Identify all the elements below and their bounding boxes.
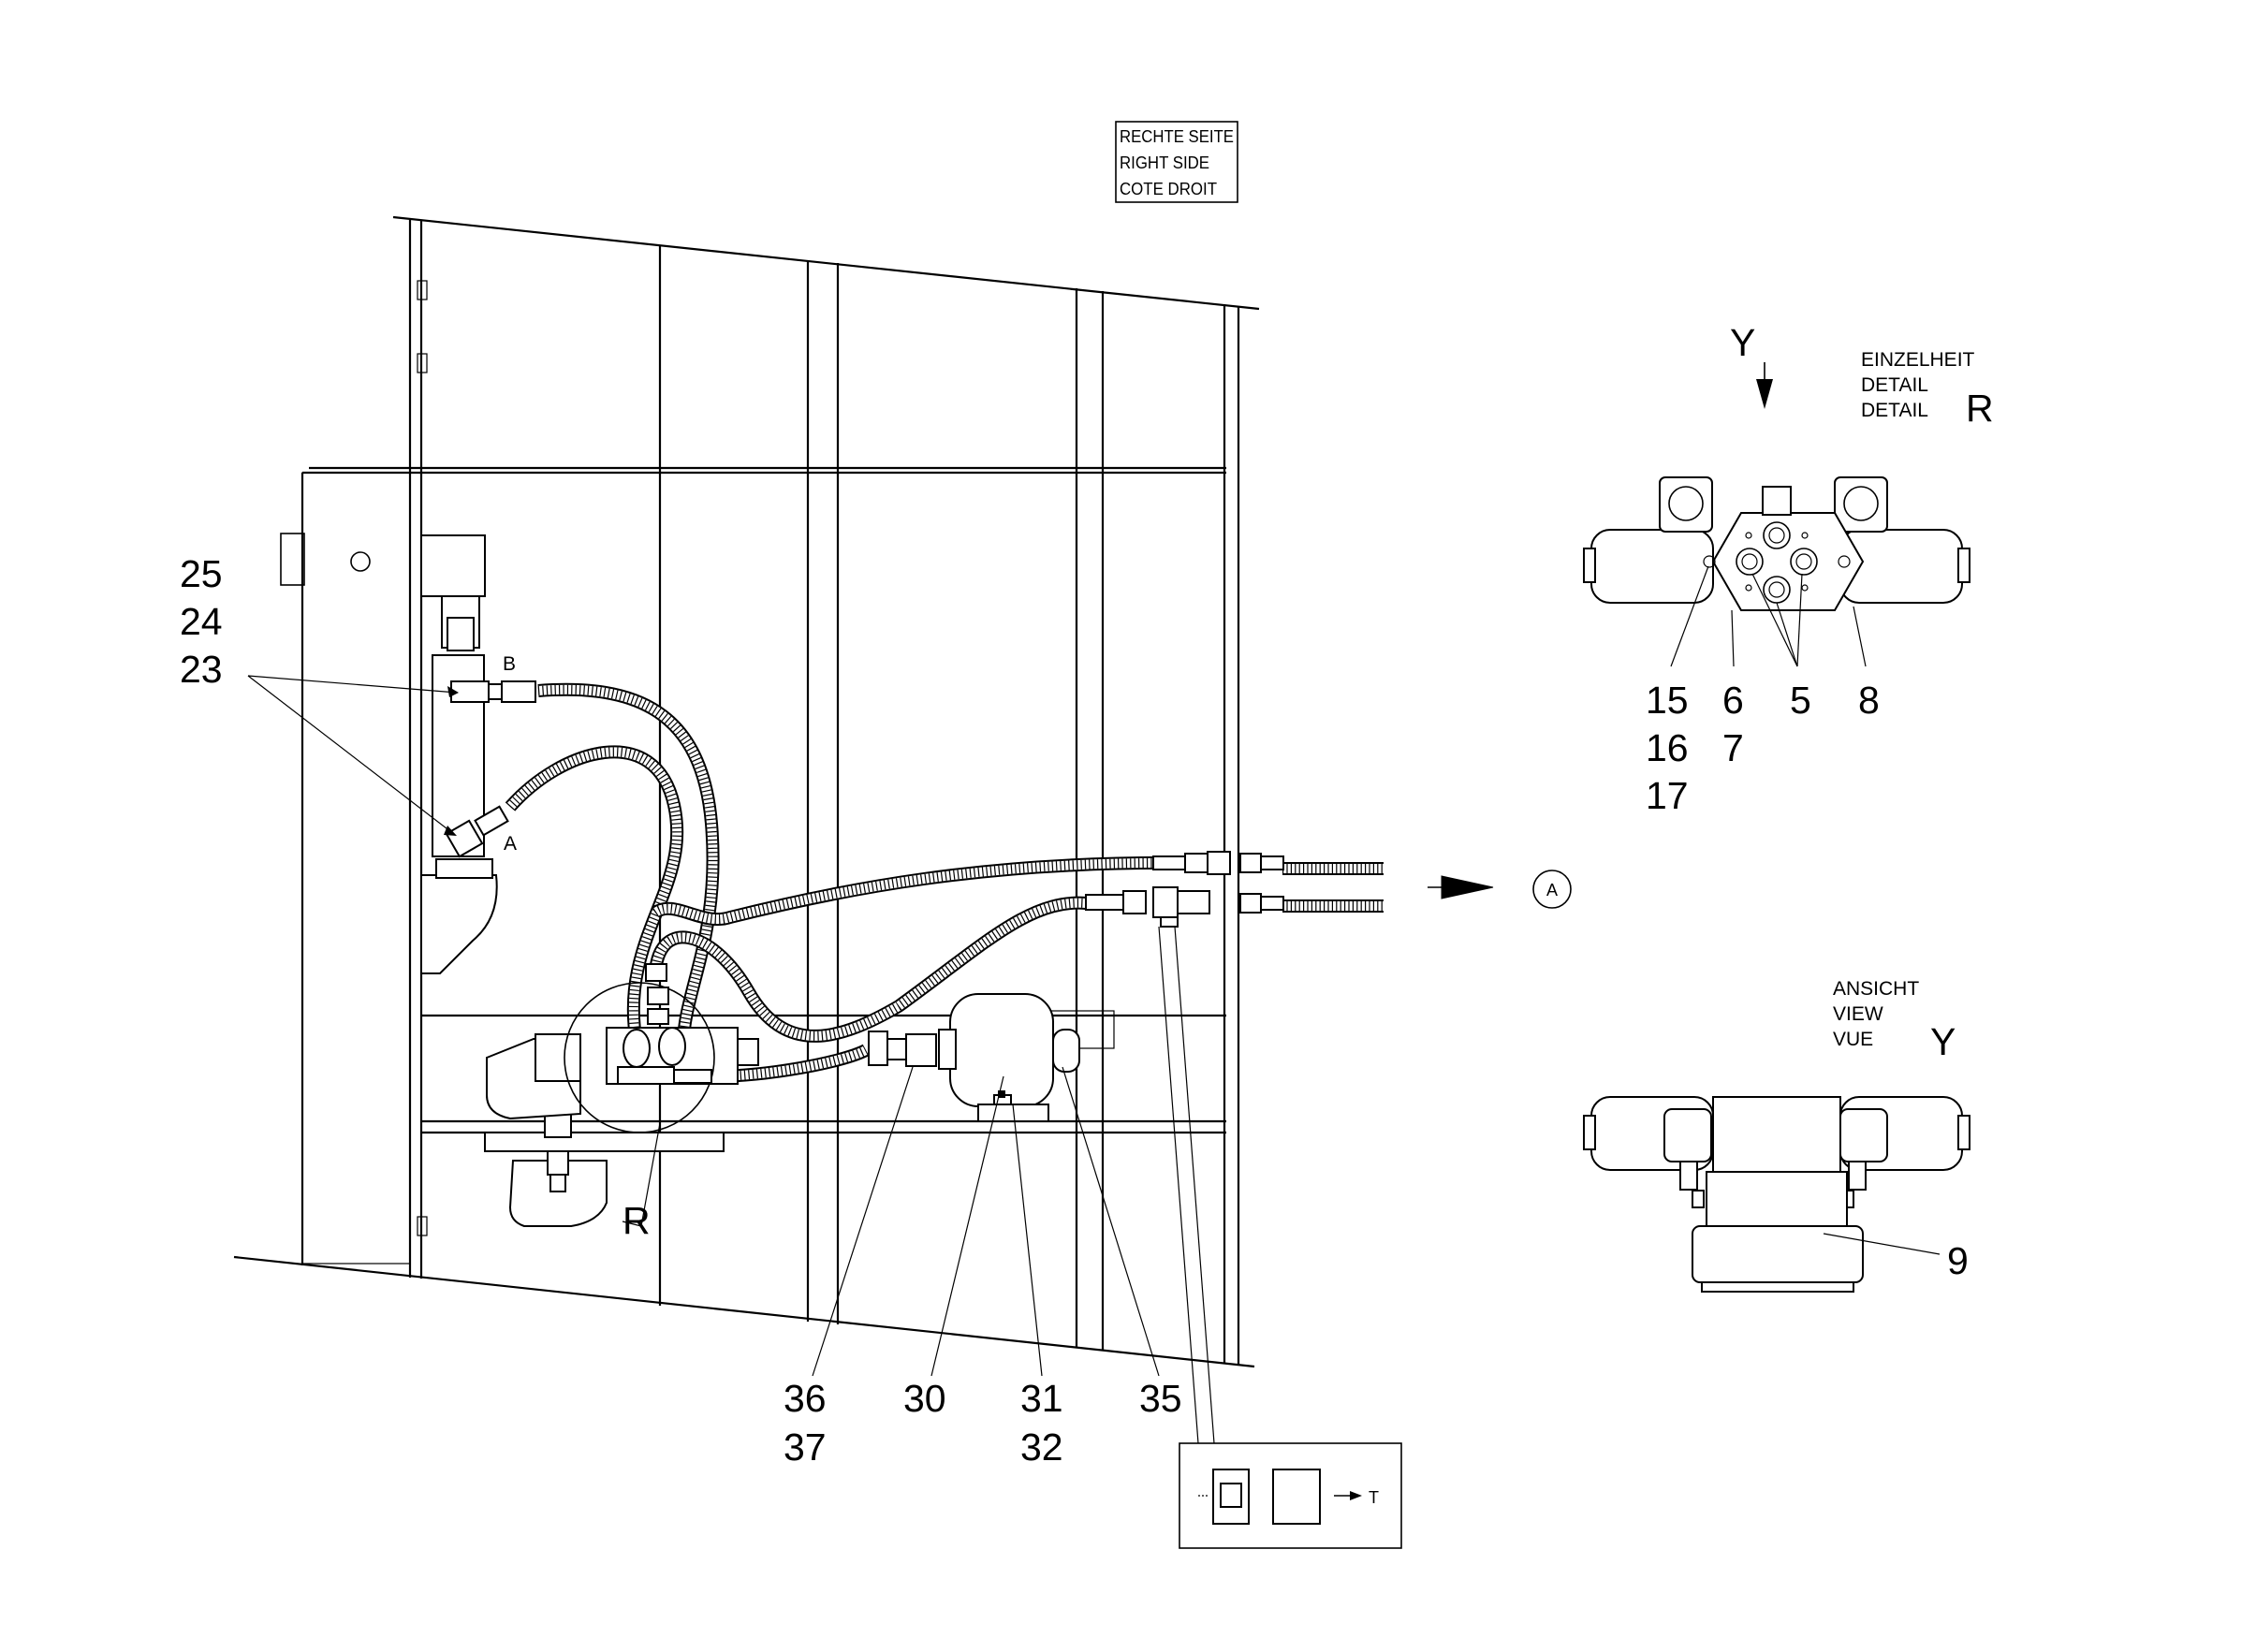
callout-r-main: R [623, 1199, 651, 1242]
callout-7: 7 [1722, 726, 1744, 769]
hydraulic-hoses [505, 682, 1384, 1083]
callout-23: 23 [180, 648, 223, 691]
side-label-line2: RIGHT SIDE [1120, 154, 1209, 172]
callout-31: 31 [1020, 1377, 1063, 1420]
side-label-box: RECHTE SEITE RIGHT SIDE COTE DROIT [1115, 121, 1238, 203]
port-a-label: A [504, 833, 517, 855]
callout-16: 16 [1646, 726, 1689, 769]
detail-header-2: DETAIL [1861, 374, 1928, 396]
callout-17: 17 [1646, 774, 1689, 817]
view-direction-arrow [1756, 379, 1773, 409]
view-header-1: ANSICHT [1833, 978, 1919, 1000]
callout-5: 5 [1790, 679, 1811, 722]
detail-header-3: DETAIL [1861, 400, 1928, 421]
detail-view-letter-y: Y [1730, 321, 1755, 364]
view-header-2: VIEW [1833, 1003, 1883, 1025]
detail-r-view: Y EINZELHEIT DETAIL DETAIL R [1583, 321, 1994, 817]
connector-a-symbol [1532, 870, 1572, 909]
hydraulic-cylinder [420, 534, 536, 974]
callout-30: 30 [903, 1377, 946, 1420]
detail-letter-r: R [1966, 387, 1994, 430]
flow-arrow-to-connector: A [1428, 870, 1572, 909]
detail-r-circle [564, 982, 715, 1133]
callout-numbers-main: 25 24 23 R 36 37 30 31 32 35 [180, 552, 1182, 1469]
tank-connection-inset: T [1179, 1442, 1402, 1549]
frame-structure [233, 215, 1260, 1368]
callout-36: 36 [784, 1377, 827, 1420]
callout-24: 24 [180, 600, 223, 643]
side-label-line1: RECHTE SEITE [1120, 127, 1234, 146]
view-header-3: VUE [1833, 1029, 1873, 1050]
callout-9: 9 [1947, 1239, 1969, 1282]
port-b-label: B [503, 653, 516, 675]
callout-35: 35 [1139, 1377, 1182, 1420]
callout-15: 15 [1646, 679, 1689, 722]
line-fittings [1085, 851, 1284, 928]
leader-lines [247, 675, 1215, 1444]
view-y: ANSICHT VIEW VUE Y 9 [1583, 978, 1970, 1293]
tank-port-label: T [1369, 1488, 1379, 1507]
view-letter-y: Y [1930, 1020, 1956, 1063]
side-label-line3: COTE DROIT [1120, 180, 1217, 198]
callout-25: 25 [180, 552, 223, 595]
detail-header-1: EINZELHEIT [1861, 349, 1975, 371]
callout-37: 37 [784, 1425, 827, 1469]
callout-6: 6 [1722, 679, 1744, 722]
control-valve-assembly [484, 963, 759, 1227]
callout-32: 32 [1020, 1425, 1063, 1469]
connector-a-label: A [1546, 881, 1558, 899]
callout-8: 8 [1858, 679, 1880, 722]
